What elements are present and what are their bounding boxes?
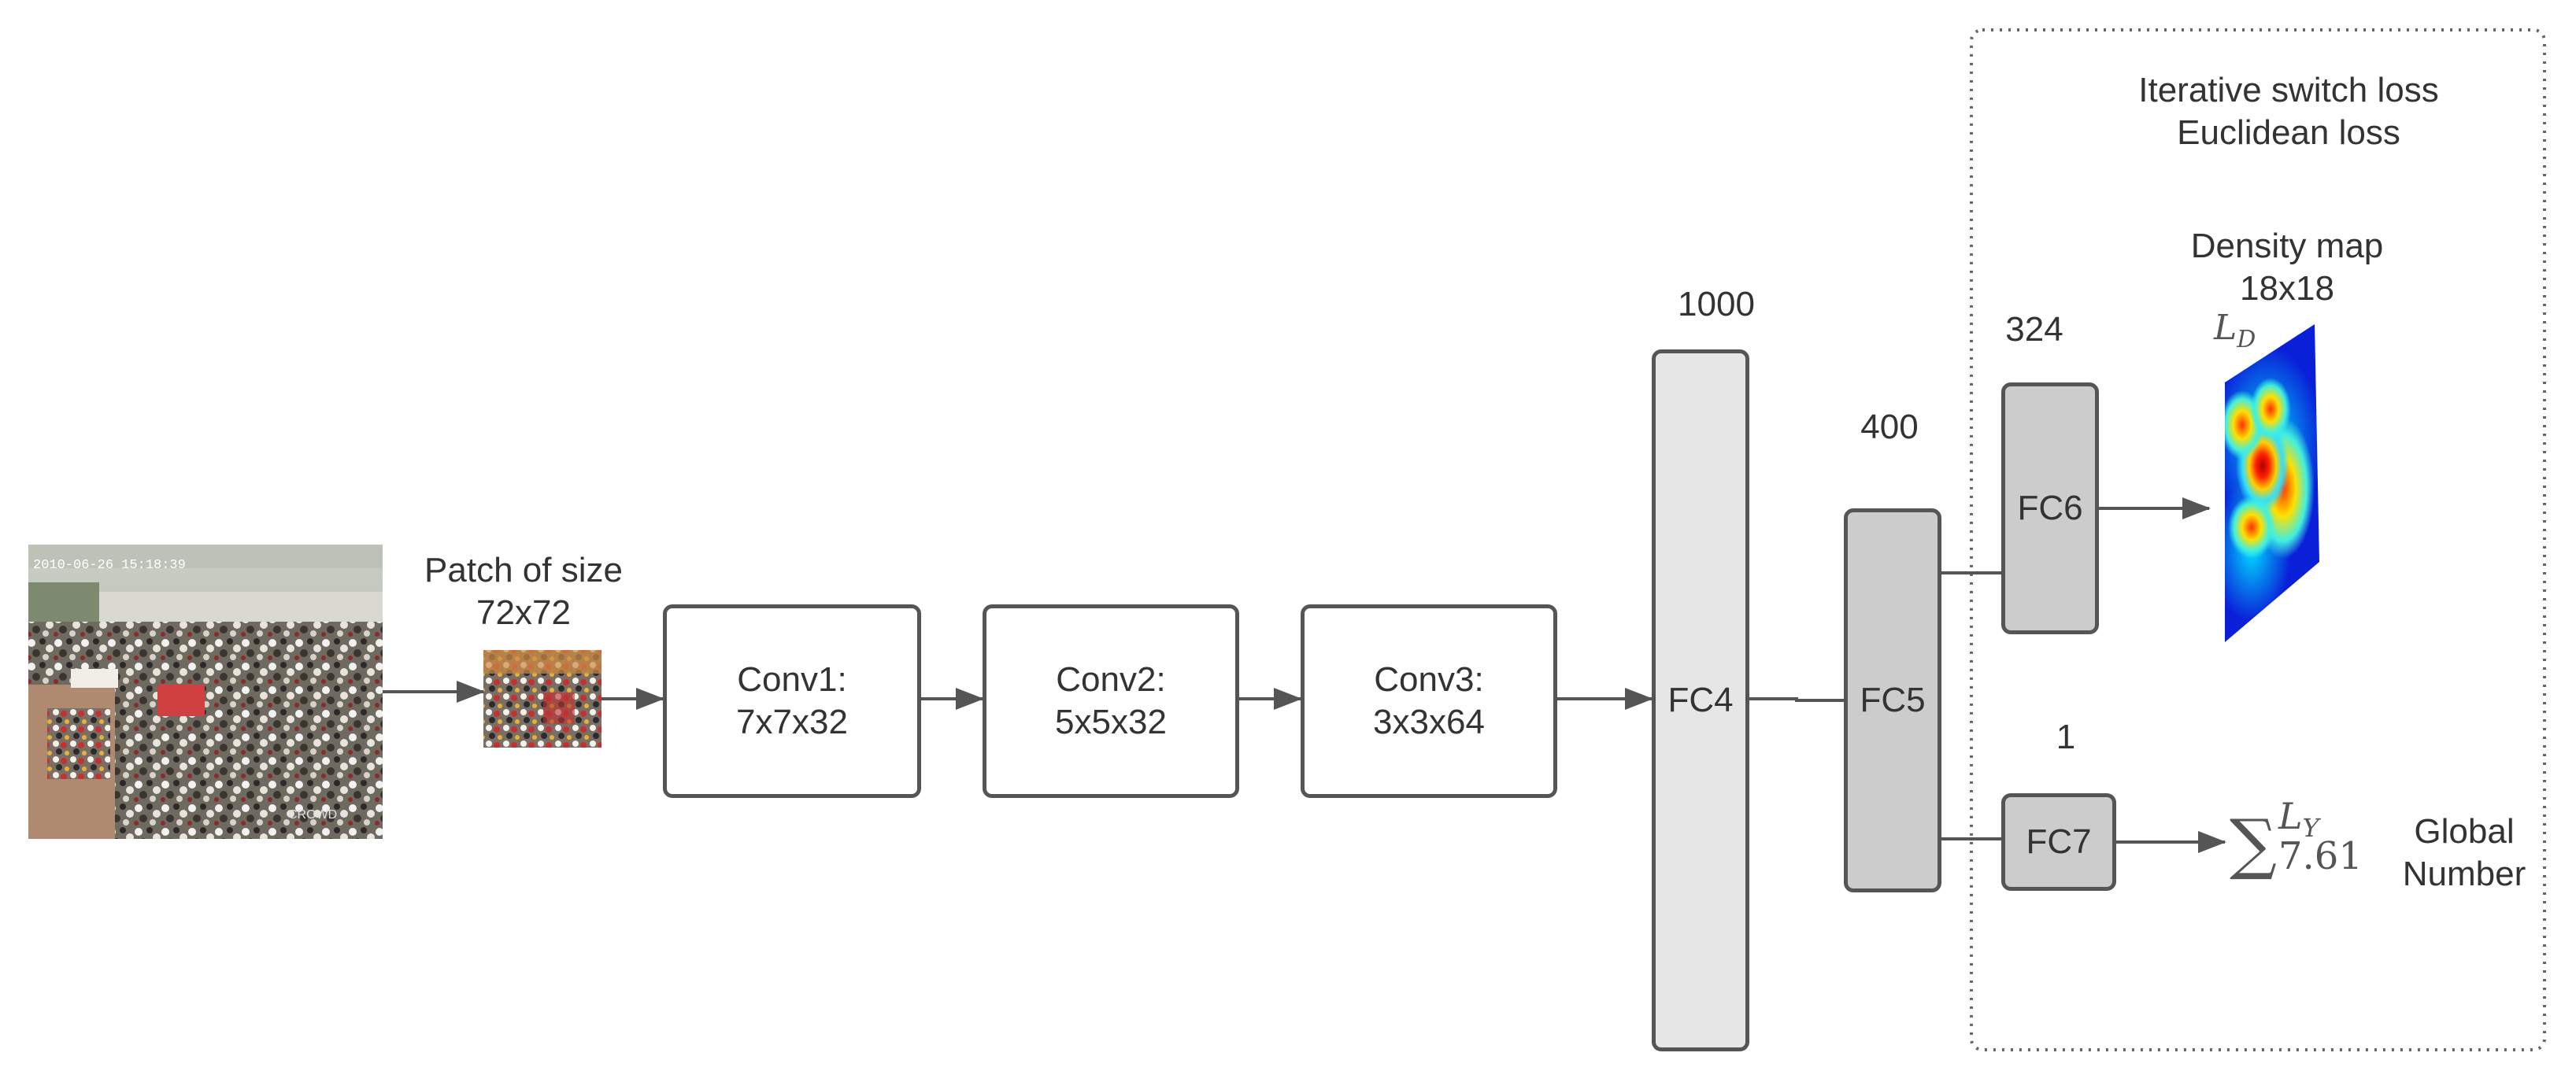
conv1-box: Conv1: 7x7x32 <box>663 604 921 798</box>
density-map-label: Density map 18x18 <box>2141 225 2433 310</box>
fc7-box: FC7 <box>2001 793 2116 891</box>
conv2-label: Conv2: <box>1056 660 1166 699</box>
count-loss-subscript: Y <box>2302 813 2319 844</box>
conv2-size: 5x5x32 <box>1055 703 1167 741</box>
conv1-label: Conv1: <box>737 660 847 699</box>
global-number-line2: Number <box>2402 855 2526 893</box>
fc7-label: FC7 <box>2026 822 2092 861</box>
fc5-size-label: 400 <box>1860 408 1919 446</box>
density-map-title: Density map <box>2190 227 2384 265</box>
loss-region-border <box>1970 28 2546 1051</box>
photo-timestamp: 2010-06-26 15:18:39 <box>33 558 186 573</box>
density-loss-subscript: D <box>2237 325 2256 353</box>
conv3-box: Conv3: 3x3x64 <box>1301 604 1557 798</box>
conv1-size: 7x7x32 <box>736 703 848 741</box>
loss-label-line1: Iterative switch loss <box>2138 71 2439 109</box>
fc4-box: FC4 <box>1652 349 1749 1051</box>
loss-label-line2: Euclidean loss <box>2177 113 2400 152</box>
fc5-box: FC5 <box>1844 508 1941 892</box>
count-value: 7.61 <box>2278 834 2363 878</box>
global-number-line1: Global <box>2414 812 2515 851</box>
loss-label: Iterative switch loss Euclidean loss <box>2047 69 2530 154</box>
fc6-size-label: 324 <box>2005 310 2063 349</box>
density-map-size: 18x18 <box>2240 269 2334 308</box>
density-loss-L: L <box>2214 308 2237 348</box>
connector-fc4-to-fc5 <box>1749 697 1844 702</box>
fc7-size-label: 1 <box>2056 718 2076 756</box>
conv2-box: Conv2: 5x5x32 <box>983 604 1239 798</box>
count-formula: ∑ LY 7.61 <box>2230 792 2371 902</box>
fc6-label: FC6 <box>2017 489 2083 527</box>
patch-label-line1: Patch of size <box>424 551 623 589</box>
count-loss-L: L <box>2278 795 2303 837</box>
fc4-label: FC4 <box>1667 681 1734 719</box>
fc5-label: FC5 <box>1860 681 1926 719</box>
sum-symbol: ∑ <box>2230 805 2277 882</box>
density-map-image <box>2225 324 2319 642</box>
crowd-image <box>28 545 383 839</box>
conv3-label: Conv3: <box>1374 660 1484 699</box>
global-number-label: Global Number <box>2385 811 2543 896</box>
count-loss-symbol: LY <box>2278 796 2319 848</box>
patch-label: Patch of size 72x72 <box>417 549 630 634</box>
photo-watermark: CROWD <box>288 808 337 822</box>
fc6-box: FC6 <box>2001 382 2099 634</box>
density-loss-symbol: LD <box>2214 308 2256 360</box>
fc4-size-label: 1000 <box>1678 285 1755 323</box>
patch-label-line2: 72x72 <box>476 593 571 632</box>
patch-image <box>483 650 601 748</box>
conv3-size: 3x3x64 <box>1373 703 1485 741</box>
